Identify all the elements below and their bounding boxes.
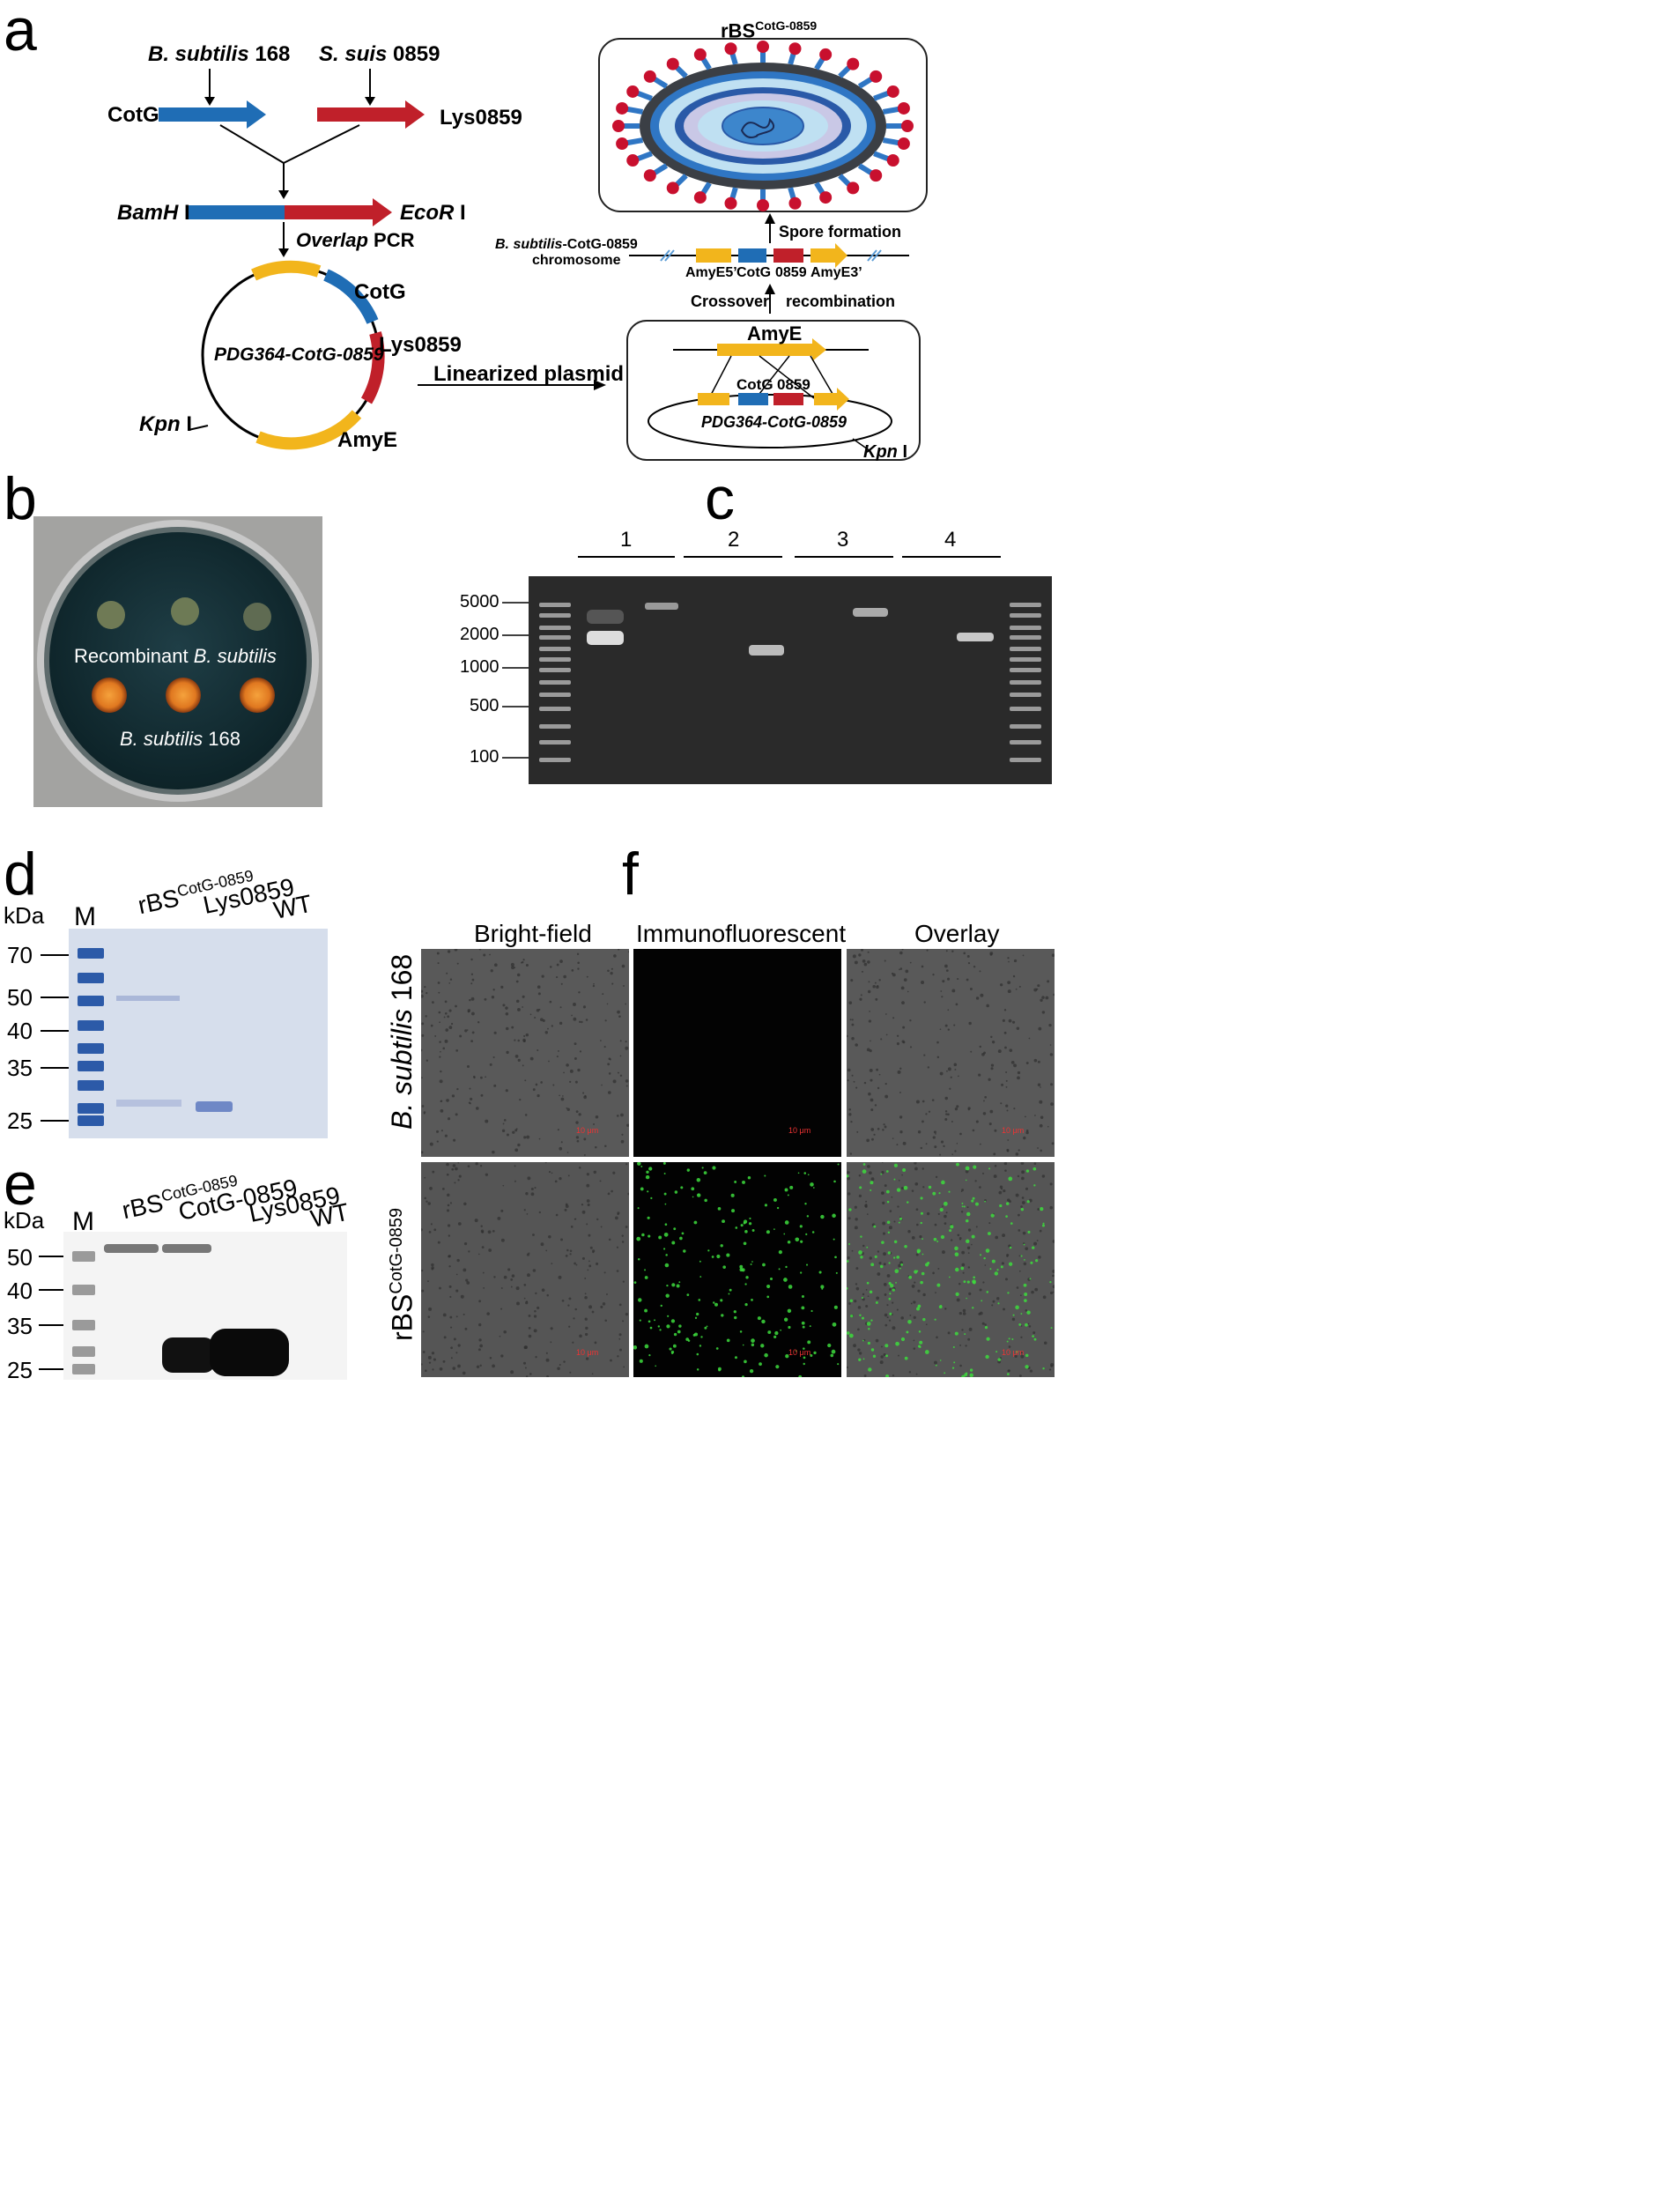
- d-marker: M: [74, 902, 96, 931]
- e-ladder-50: 50: [7, 1244, 33, 1271]
- f-col-immuno: Immunofluorescent: [636, 920, 847, 947]
- plasmid-lys-label: Lys0859: [379, 333, 462, 357]
- ladder-5000: 5000: [460, 592, 500, 611]
- linearized-plasmid-label: Linearized plasmid: [433, 362, 625, 386]
- f-row2-label: rBSCotG-0859: [386, 1207, 418, 1341]
- recombinant-label: Recombinant B. subtilis: [74, 645, 277, 667]
- bamhi-label: BamH I: [117, 201, 190, 225]
- gene-lys-label: Lys0859: [440, 106, 522, 130]
- lane-1-label: 1: [620, 528, 633, 552]
- f-r1-immuno: 10 μm: [633, 949, 841, 1157]
- petri-dish: [33, 516, 322, 807]
- box-0859-label: 0859: [777, 376, 810, 393]
- ecori-label: EcoR I: [400, 201, 466, 225]
- d-unit: kDa: [4, 902, 45, 929]
- gel-d: [41, 929, 328, 1138]
- f-r1-overlay: 10 μm: [847, 949, 1055, 1157]
- overlap-pcr-label: Overlap PCR: [296, 229, 415, 251]
- scale-bar-label: 10 μm: [1002, 1348, 1025, 1357]
- fused-lys-segment: [285, 205, 373, 219]
- wildtype-label: B. subtilis 168: [120, 728, 241, 750]
- e-marker: M: [72, 1207, 94, 1236]
- chr-amye3-label: AmyE3’: [810, 265, 862, 280]
- e-unit: kDa: [4, 1207, 45, 1234]
- e-ladder-25: 25: [7, 1357, 33, 1383]
- box-plasmid-label: PDG364-CotG-0859: [701, 413, 847, 431]
- chr-amye5-label: AmyE5’: [685, 265, 737, 280]
- plasmid-name: PDG364-CotG-0859: [214, 345, 384, 365]
- panel-label-b: b: [4, 465, 37, 532]
- source-bsubtilis: B. subtilis 168: [148, 42, 291, 66]
- panel-label-f: f: [622, 841, 639, 908]
- recombination-box: [626, 320, 921, 461]
- lane-3-label: 3: [837, 528, 849, 552]
- d-ladder-25: 25: [7, 1108, 33, 1134]
- box-amye-label: AmyE: [747, 322, 803, 345]
- cotg-gene-arrow: [159, 107, 247, 122]
- lane-2-label: 2: [728, 528, 740, 552]
- panel-a-graphics: [159, 38, 928, 461]
- panel-b-photo: Recombinant B. subtilis B. subtilis 168: [33, 516, 322, 807]
- fused-cotg-segment: [188, 205, 285, 219]
- d-ladder-70: 70: [7, 942, 33, 968]
- chr-0859-label: 0859: [775, 265, 807, 280]
- spore-formation-label: Spore formation: [779, 223, 902, 241]
- spore-illustration: [612, 41, 914, 211]
- f-r2-brightfield: 10 μm: [421, 1162, 629, 1377]
- scale-bar-label: 10 μm: [576, 1348, 599, 1357]
- d-lane-3: WT: [270, 889, 315, 924]
- scale-bar-label: 10 μm: [788, 1126, 811, 1135]
- f-col-overlay: Overlay: [914, 920, 1000, 947]
- d-ladder-35: 35: [7, 1055, 33, 1081]
- recombination-label: recombination: [786, 293, 896, 310]
- f-r2-immuno: 10 μm: [633, 1162, 841, 1377]
- plasmid-amye-label: AmyE: [337, 428, 398, 452]
- f-col-brightfield: Bright-field: [474, 920, 592, 947]
- chromosome-label: B. subtilis-CotG-0859: [495, 237, 638, 252]
- e-ladder-40: 40: [7, 1278, 33, 1304]
- plasmid-cotg-label: CotG: [354, 280, 406, 304]
- lane-4-label: 4: [944, 528, 957, 552]
- crossover-label: Crossover: [691, 293, 770, 310]
- lys0859-gene-arrow: [317, 107, 405, 122]
- kpni-label: Kpn I: [139, 412, 192, 436]
- d-ladder-50: 50: [7, 984, 33, 1011]
- panel-label-d: d: [4, 841, 37, 908]
- e-lane-4: WT: [307, 1197, 352, 1233]
- f-r2-overlay: 10 μm: [847, 1162, 1055, 1377]
- panel-label-c: c: [705, 465, 735, 532]
- box-cotg-label: CotG: [736, 376, 773, 393]
- e-ladder-35: 35: [7, 1313, 33, 1339]
- gel-c: [502, 556, 1052, 784]
- f-row1-label: B. subtilis 168: [386, 953, 418, 1130]
- spore-title: rBSCotG-0859: [721, 19, 818, 42]
- f-r1-brightfield: 10 μm: [421, 949, 629, 1157]
- blot-e: [39, 1232, 347, 1380]
- ladder-1000: 1000: [460, 657, 500, 677]
- scale-bar-label: 10 μm: [576, 1126, 599, 1135]
- source-ssuis: S. suis 0859: [319, 42, 440, 66]
- scale-bar-label: 10 μm: [1002, 1126, 1025, 1135]
- ladder-100: 100: [470, 747, 500, 767]
- scale-bar-label: 10 μm: [788, 1348, 811, 1357]
- gene-cotg-label: CotG: [107, 103, 159, 127]
- box-kpni-label: Kpn I: [863, 442, 908, 462]
- panel-label-a: a: [4, 0, 37, 63]
- chromosome-label-2: chromosome: [532, 253, 621, 268]
- chr-cotg-label: CotG: [736, 265, 772, 280]
- panel-label-e: e: [4, 1151, 37, 1218]
- d-ladder-40: 40: [7, 1018, 33, 1044]
- ladder-500: 500: [470, 696, 500, 715]
- ladder-2000: 2000: [460, 625, 500, 644]
